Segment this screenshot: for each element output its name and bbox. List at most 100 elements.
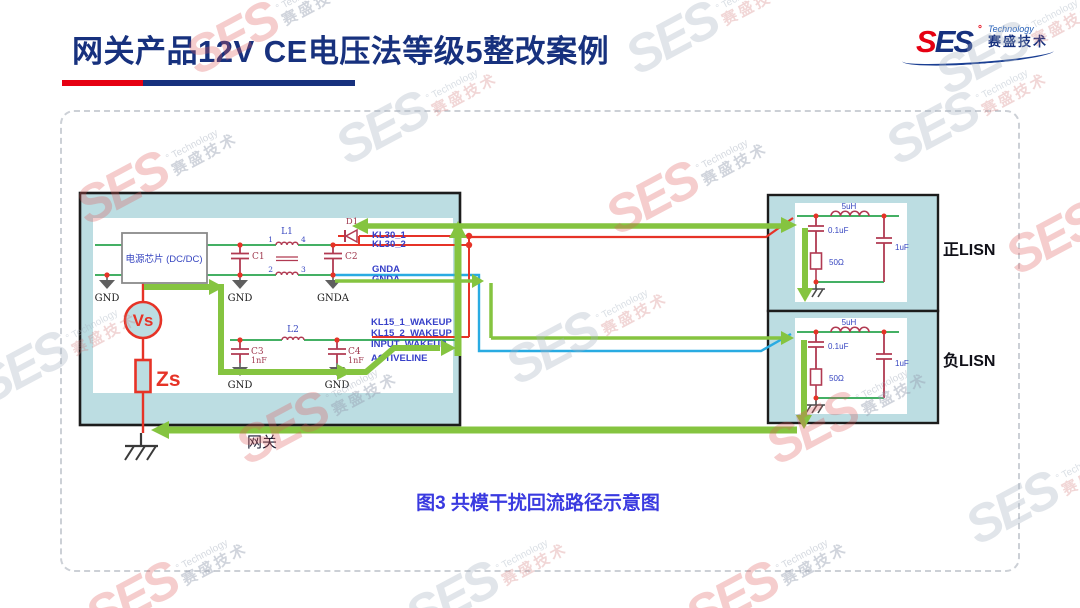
- arrow-head: [209, 279, 224, 295]
- vs-circle: [123, 300, 163, 340]
- lisn-pos-inductor: [830, 210, 870, 217]
- junction-dot: [237, 272, 243, 278]
- arrow-head: [796, 415, 812, 429]
- arrow-head: [781, 217, 797, 233]
- lisn-neg-inductor-value: 5uH: [842, 318, 857, 327]
- arrow-head: [151, 421, 169, 439]
- cap-c3: [231, 340, 249, 363]
- junction-dot: [237, 242, 243, 248]
- lisn-pos-cap-small: [808, 216, 824, 253]
- inductor-l1-bottom-coil: [275, 271, 299, 276]
- diode-triangle: [344, 228, 358, 244]
- c2-ref: C2: [345, 252, 358, 262]
- junction-dot: [813, 213, 819, 219]
- lisn-negative-title: 负LISN: [943, 351, 995, 370]
- lisn-pos-cap-large-value: 1uF: [895, 243, 909, 252]
- logo-tagline: Technology: [988, 24, 1034, 34]
- lisn-neg-cap-large-value: 1uF: [895, 359, 909, 368]
- lisn-neg-inductor: [830, 326, 870, 333]
- junction-dot: [813, 329, 819, 335]
- diode-d1: [344, 228, 358, 244]
- lisn-pos-cap-large: [876, 216, 892, 282]
- lisn-neg-cap-small: [808, 332, 824, 369]
- c3-ref: C3: [251, 347, 264, 357]
- logo-es: ES: [934, 24, 974, 59]
- title-underline: [62, 80, 355, 86]
- junction-dot: [465, 241, 473, 249]
- logo-right: Technology 赛盛技术: [988, 24, 1048, 49]
- arrow-head: [781, 331, 794, 345]
- earth-hatches: [124, 445, 157, 461]
- junction-dot: [330, 242, 336, 248]
- l1-ref: L1: [281, 227, 293, 237]
- junction-dot: [330, 272, 336, 278]
- title-underline-blue: [143, 80, 355, 86]
- junction-dot: [465, 232, 473, 240]
- vs-label: Vs: [133, 311, 154, 330]
- earth-bar: [125, 433, 158, 448]
- logo-degree: °: [978, 24, 982, 35]
- vs-source: Vs: [123, 300, 163, 340]
- lisn-negative-block: [766, 309, 940, 425]
- junction-dot: [881, 329, 887, 335]
- l1-pin-1: 1: [268, 235, 273, 244]
- lisn-pos-resistor: [809, 252, 823, 270]
- lisn-neg-cap-small-value: 0.1uF: [828, 342, 849, 351]
- net-kl30-2: KL30_2: [372, 239, 406, 250]
- company-logo: SES ° Technology 赛盛技术: [901, 22, 1067, 74]
- logo-s: S: [916, 24, 937, 59]
- inductor-l1-top-coil: [275, 241, 299, 246]
- net-gnda-1: GNDA: [372, 264, 400, 275]
- gnd-triangle: [99, 280, 115, 289]
- l1-pin-4: 4: [301, 235, 306, 244]
- page-title: 网关产品12V CE电压法等级5整改案例: [72, 34, 610, 69]
- lisn-pos-resistor-value: 50Ω: [829, 258, 844, 267]
- net-kl30-1: KL30_1: [372, 230, 407, 241]
- lisn-pos-cap-small-value: 0.1uF: [828, 226, 849, 235]
- earth-ground-lisn-neg: [805, 398, 825, 414]
- c3-value: 1nF: [251, 356, 267, 365]
- lisn-neg-resistor-value: 50Ω: [829, 374, 844, 383]
- gnd-label: GND: [228, 293, 253, 304]
- d1-ref: D1: [346, 217, 358, 227]
- zs-impedance: Zs: [134, 358, 181, 394]
- l2-ref: L2: [287, 325, 299, 335]
- gnd-label: GND: [325, 380, 350, 391]
- content-panel: [60, 110, 1020, 572]
- c4-ref: C4: [348, 347, 361, 357]
- arrow-head: [441, 340, 456, 356]
- gnd-triangle: [232, 280, 248, 289]
- c4-value: 1nF: [348, 356, 364, 365]
- cap-c1: [231, 245, 249, 275]
- arrow-head: [449, 221, 467, 238]
- junction-dot: [334, 337, 340, 343]
- junction-dot: [881, 213, 887, 219]
- cm-path-lines: [144, 223, 808, 434]
- junction-dot: [813, 395, 819, 401]
- junction-dots: [104, 213, 887, 401]
- gnd-label: GND: [95, 293, 120, 304]
- net-input-wakeup: INPUT_WAKEUP: [371, 339, 447, 350]
- l1-pin-3: 3: [301, 265, 306, 274]
- junction-dot: [237, 337, 243, 343]
- cm-seg: [347, 345, 440, 375]
- gateway-label: 网关: [247, 433, 277, 451]
- figure-caption: 图3 共模干扰回流路径示意图: [416, 493, 660, 514]
- lisn-positive-block: [766, 193, 940, 313]
- net-activeline: ACTIVELINE: [371, 353, 427, 364]
- cap-c2: [324, 245, 342, 275]
- components: [231, 210, 892, 398]
- lisn-positive-title: 正LISN: [943, 242, 995, 259]
- arrow-head: [352, 218, 368, 234]
- lisn-neg-cap-large: [876, 332, 892, 398]
- power-chip-box: [121, 232, 208, 284]
- gnda-label: GNDA: [317, 293, 350, 304]
- power-chip: 电源芯片 (DC/DC): [121, 232, 208, 284]
- lisn-pos-inductor-value: 5uH: [842, 202, 857, 211]
- arrow-head: [472, 274, 484, 288]
- title-underline-red: [62, 80, 143, 86]
- net-kl15-2: KL15_2_WAKEUP: [371, 328, 452, 339]
- cm-path-arrows: [151, 217, 813, 439]
